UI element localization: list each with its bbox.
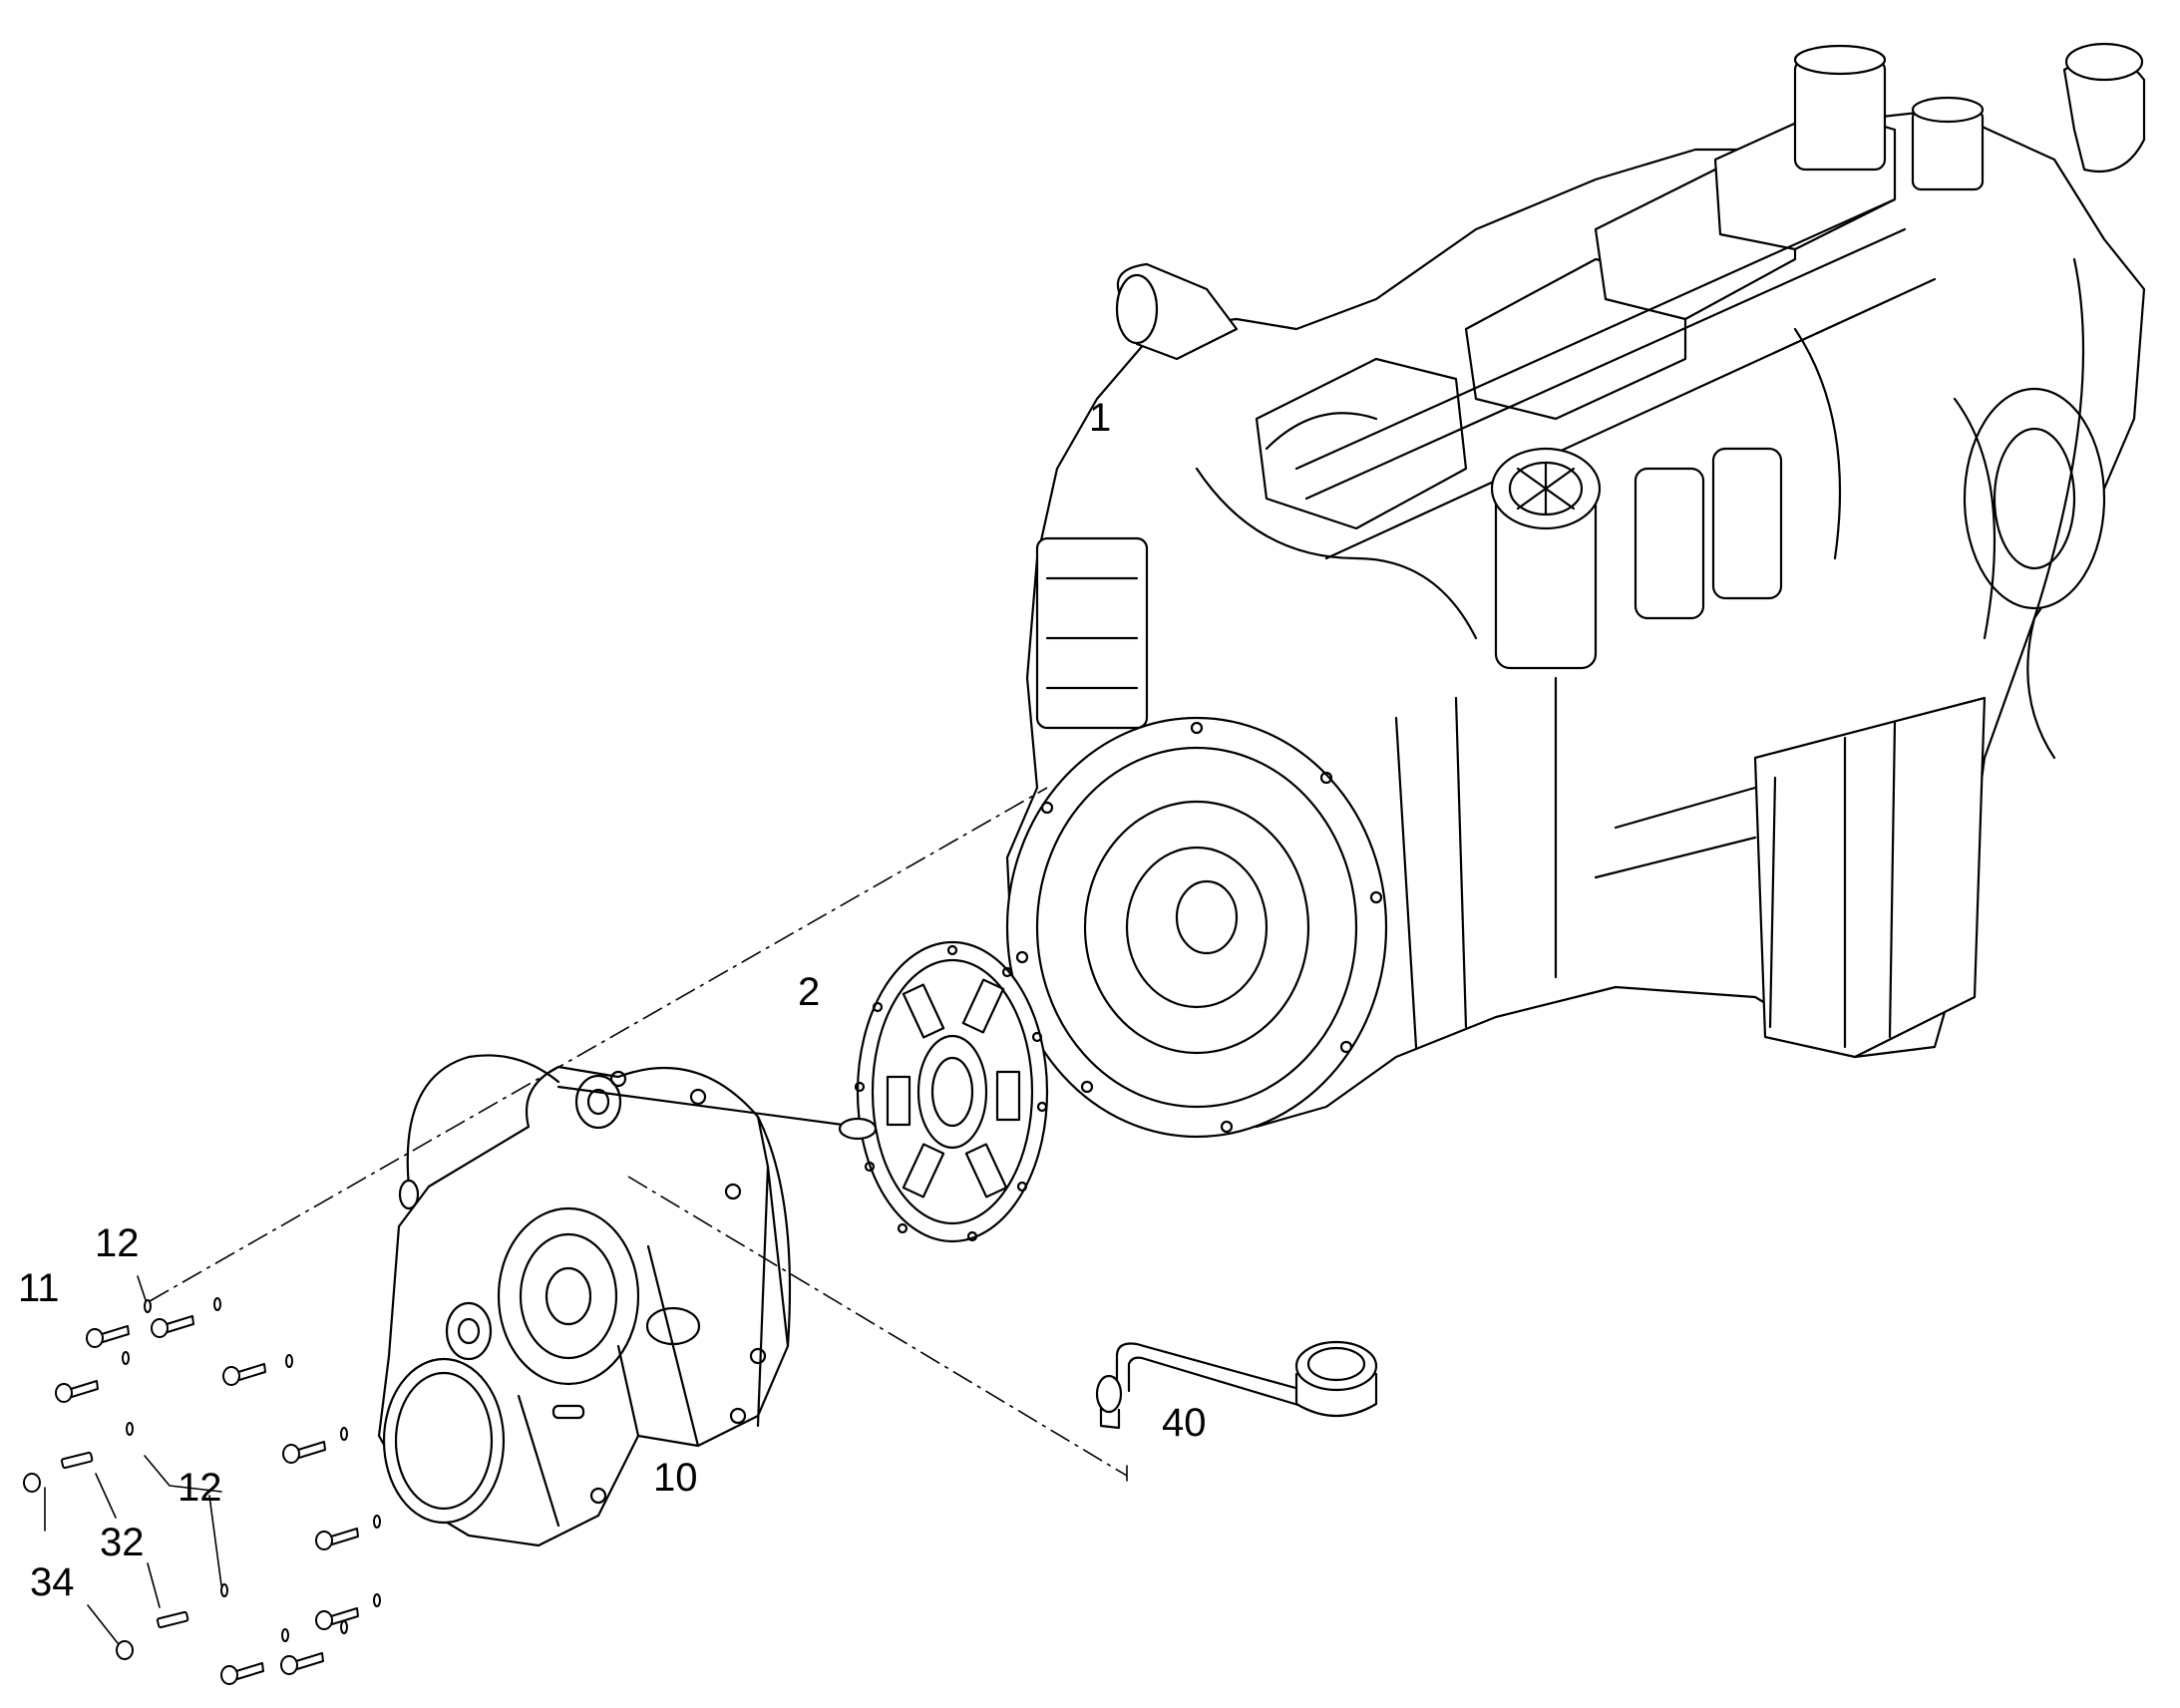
engine-assembly bbox=[1005, 42, 2146, 1139]
bolt-group bbox=[55, 1315, 359, 1685]
fasteners bbox=[23, 1297, 381, 1685]
alignment-lines bbox=[149, 787, 1128, 1482]
callout-labels: 1 2 10 11 12 12 32 34 40 bbox=[18, 396, 1207, 1604]
callout-washer-bottom: 12 bbox=[178, 1466, 222, 1510]
callout-nut: 34 bbox=[30, 1560, 75, 1604]
washer-group bbox=[122, 1297, 381, 1642]
stud-group bbox=[60, 1451, 189, 1629]
callout-housing: 10 bbox=[653, 1456, 698, 1500]
callout-damper: 2 bbox=[798, 970, 820, 1014]
dipstick-tube bbox=[1095, 1340, 1378, 1430]
callout-bolt: 11 bbox=[18, 1266, 60, 1310]
callout-engine: 1 bbox=[1089, 396, 1111, 440]
leader-lines bbox=[44, 1275, 222, 1644]
damper-plate bbox=[854, 940, 1049, 1243]
callout-dipstick: 40 bbox=[1162, 1401, 1207, 1445]
callout-washer-top: 12 bbox=[95, 1221, 140, 1265]
callout-stud: 32 bbox=[100, 1521, 145, 1564]
flywheel-housing bbox=[377, 1054, 878, 1547]
nut-group bbox=[23, 1473, 134, 1660]
